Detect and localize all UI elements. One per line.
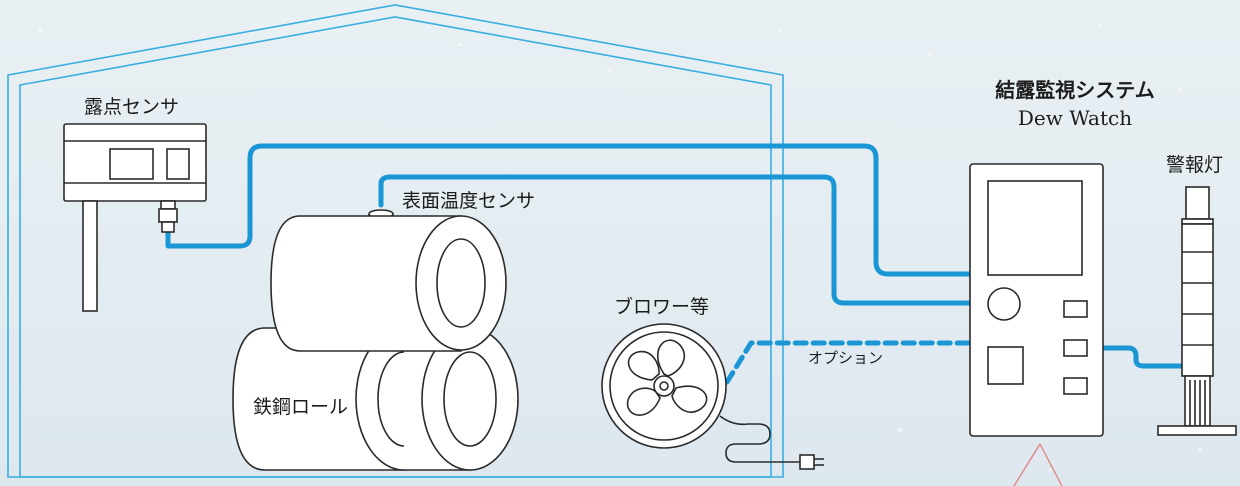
blower-fan-icon — [601, 323, 824, 470]
steel-roll-label: 鉄鋼ロール — [253, 396, 349, 418]
dew-sensor-label: 露点センサ — [84, 96, 180, 118]
steel-rolls — [232, 215, 519, 471]
cable-surface-sensor — [378, 174, 973, 306]
blower-label: ブロワー等 — [614, 296, 710, 318]
warning-light-label: 警報灯 — [1166, 154, 1224, 176]
option-label: オプション — [808, 349, 884, 367]
building-outline — [7, 4, 784, 478]
roll-bottom-left — [232, 327, 405, 471]
system-title: 結露監視システム — [995, 78, 1155, 102]
dew-watch-unit — [969, 163, 1104, 437]
pointer-lines — [1013, 443, 1063, 486]
cable-option — [724, 340, 973, 385]
surface-sensor-label: 表面温度センサ — [402, 190, 536, 212]
background-texture — [38, 19, 1202, 472]
system-subtitle: Dew Watch — [1017, 106, 1133, 130]
dew-point-sensor — [63, 123, 207, 312]
cable-dew-sensor — [165, 143, 973, 277]
roll-top — [270, 215, 462, 352]
cable-warning-light — [1100, 345, 1185, 369]
warning-light — [1157, 186, 1237, 436]
connection-cables — [165, 143, 1185, 385]
